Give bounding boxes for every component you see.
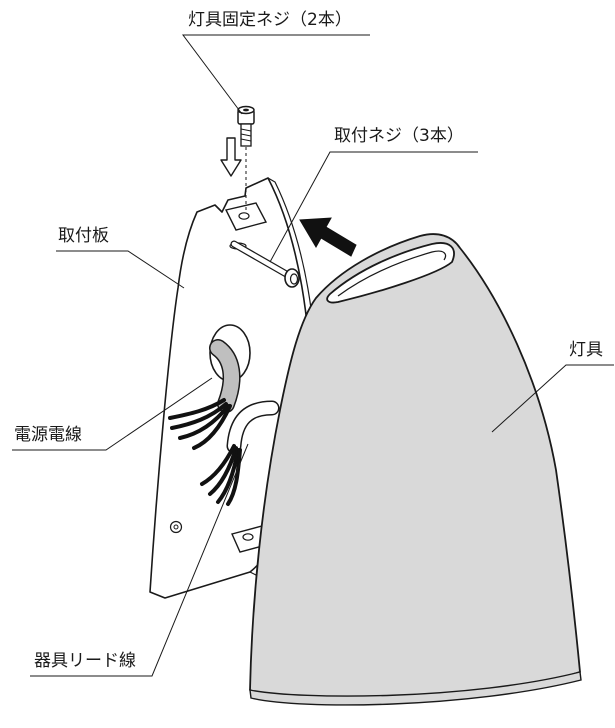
label-lead-wire: 器具リード線 [34, 651, 136, 671]
mount-direction-arrow-icon [299, 217, 357, 257]
label-mount-screw: 取付ネジ（3本） [334, 126, 464, 146]
leader-lead-wire [30, 443, 249, 677]
leader-fixture [491, 364, 614, 433]
label-mount-plate: 取付板 [58, 226, 109, 246]
power-wire [168, 339, 241, 450]
leader-power-wire [12, 377, 213, 451]
leader-mount-plate [56, 250, 185, 289]
leader-mount-screw [269, 151, 478, 263]
leader-lines [12, 34, 614, 677]
fixture-lead-wire [200, 400, 280, 506]
down-arrow-icon [220, 137, 242, 177]
label-fixture: 灯具 [569, 340, 603, 360]
fixture-body [249, 233, 582, 706]
mounting-screw [230, 240, 300, 288]
leader-fixing-screw [182, 34, 370, 115]
label-fixing-screw: 灯具固定ネジ（2本） [188, 10, 352, 30]
label-power-wire: 電源電線 [14, 425, 82, 445]
